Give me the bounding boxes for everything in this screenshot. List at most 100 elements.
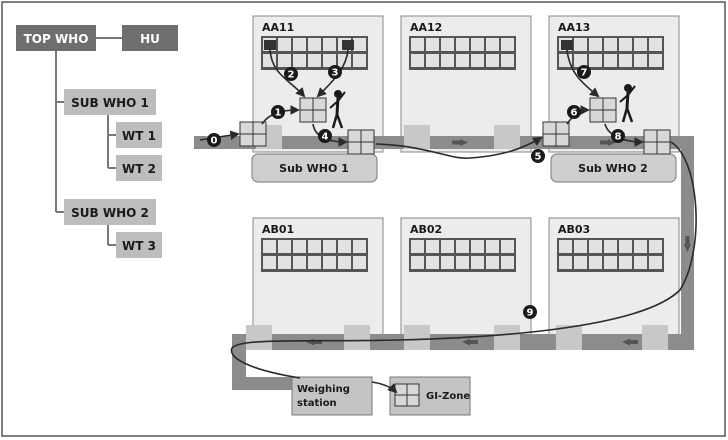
node-top-who	[16, 25, 96, 51]
worker-icon	[619, 84, 636, 123]
zone-sub-who-1-label: Sub WHO 1	[279, 162, 349, 175]
rack-cell	[308, 54, 321, 67]
svg-text:9: 9	[527, 308, 534, 319]
rack-cell	[278, 38, 291, 51]
step-marker-9: 9	[523, 305, 537, 319]
rack-cell	[589, 38, 602, 51]
rack-cell	[559, 240, 572, 253]
rack-cell	[604, 38, 617, 51]
node-sub-who-2	[64, 199, 156, 225]
pallet-icon	[542, 121, 570, 147]
rack-cell	[634, 256, 647, 269]
rack-cell	[323, 38, 336, 51]
rack-cell	[308, 38, 321, 51]
rack-cell	[486, 240, 499, 253]
rack-cell	[574, 240, 587, 253]
rack-cell	[353, 54, 366, 67]
svg-text:2: 2	[288, 70, 295, 81]
rack-cell	[323, 240, 336, 253]
step-marker-6: 6	[567, 105, 581, 119]
block-ab01	[252, 217, 384, 339]
svg-text:6: 6	[571, 108, 578, 119]
conveyor-pad	[494, 125, 520, 149]
step-marker-1: 1	[271, 105, 285, 119]
rack-cell	[486, 38, 499, 51]
hierarchy-tree: TOP WHO HU SUB WHO 1 WT 1 WT 2 SUB WHO 2…	[16, 25, 178, 258]
rack-cell	[486, 256, 499, 269]
step-marker-7: 7	[577, 65, 591, 79]
rack-cell	[619, 240, 632, 253]
direction-arrow-icon	[630, 340, 638, 344]
rack-cell	[589, 256, 602, 269]
pallet-icon	[589, 97, 617, 123]
rack-cell	[293, 54, 306, 67]
node-hu	[122, 25, 178, 51]
node-sub-who-1	[64, 89, 156, 115]
pallets	[239, 97, 671, 155]
rack-cell	[501, 240, 514, 253]
step-marker-8: 8	[611, 129, 625, 143]
direction-arrow-icon	[608, 139, 616, 146]
rack-cell	[619, 256, 632, 269]
rack-cell	[293, 240, 306, 253]
direction-arrow-icon	[460, 139, 468, 146]
rack-cell	[338, 256, 351, 269]
rack-cell	[426, 256, 439, 269]
direction-arrow-icon	[314, 340, 322, 344]
rack-cell	[559, 256, 572, 269]
block-aa11-label: AA11	[262, 21, 294, 34]
gi-zone-label: GI-Zone	[426, 391, 470, 402]
node-sub-who-1-label: SUB WHO 1	[71, 96, 149, 110]
svg-text:5: 5	[535, 152, 542, 163]
flow-path	[566, 49, 600, 98]
svg-text:8: 8	[615, 132, 622, 143]
rack-cell	[456, 240, 469, 253]
rack-cell	[501, 38, 514, 51]
rack-cell	[411, 240, 424, 253]
flow-path	[269, 49, 306, 98]
rack-cell	[501, 54, 514, 67]
rack-cell	[263, 256, 276, 269]
pallet-icon	[643, 129, 671, 155]
block-ab03-label: AB03	[558, 223, 590, 236]
conveyor-pad	[246, 325, 272, 350]
direction-arrow-icon	[684, 244, 691, 252]
svg-text:1: 1	[275, 108, 282, 119]
worker-icon	[329, 90, 346, 129]
weighing-station	[291, 376, 373, 416]
flow-path	[230, 141, 697, 379]
step-marker-4: 4	[318, 129, 332, 143]
rack-cell	[278, 256, 291, 269]
rack-cell	[471, 256, 484, 269]
direction-arrow-icon	[600, 140, 608, 145]
rack-cell	[471, 240, 484, 253]
flow-path	[371, 381, 398, 394]
conveyor-pad	[404, 325, 430, 350]
zone-sub-who-2-label: Sub WHO 2	[578, 162, 648, 175]
direction-arrow-icon	[622, 338, 630, 346]
rack-cell	[634, 54, 647, 67]
rack-cell	[649, 256, 662, 269]
rack-cell	[604, 54, 617, 67]
rack-cell	[634, 38, 647, 51]
rack-cell	[411, 256, 424, 269]
node-sub-who-2-label: SUB WHO 2	[71, 206, 149, 220]
rack-cell	[471, 38, 484, 51]
rack-cell	[411, 38, 424, 51]
rack-cell	[649, 240, 662, 253]
svg-text:0: 0	[211, 136, 218, 147]
pallet-icon	[394, 383, 420, 407]
block-ab02	[400, 217, 532, 339]
block-aa13-label: AA13	[558, 21, 590, 34]
rack-cell	[308, 240, 321, 253]
source-bin-icon	[264, 40, 276, 50]
node-wt-3-label: WT 3	[122, 239, 156, 253]
direction-arrow-icon	[470, 340, 478, 344]
rack-cell	[323, 54, 336, 67]
zone-sub-who-2	[550, 153, 677, 183]
rack-cell	[501, 256, 514, 269]
zones: Sub WHO 1 Sub WHO 2 Weighing station GI-…	[251, 153, 677, 416]
conveyor-pad	[404, 125, 430, 149]
